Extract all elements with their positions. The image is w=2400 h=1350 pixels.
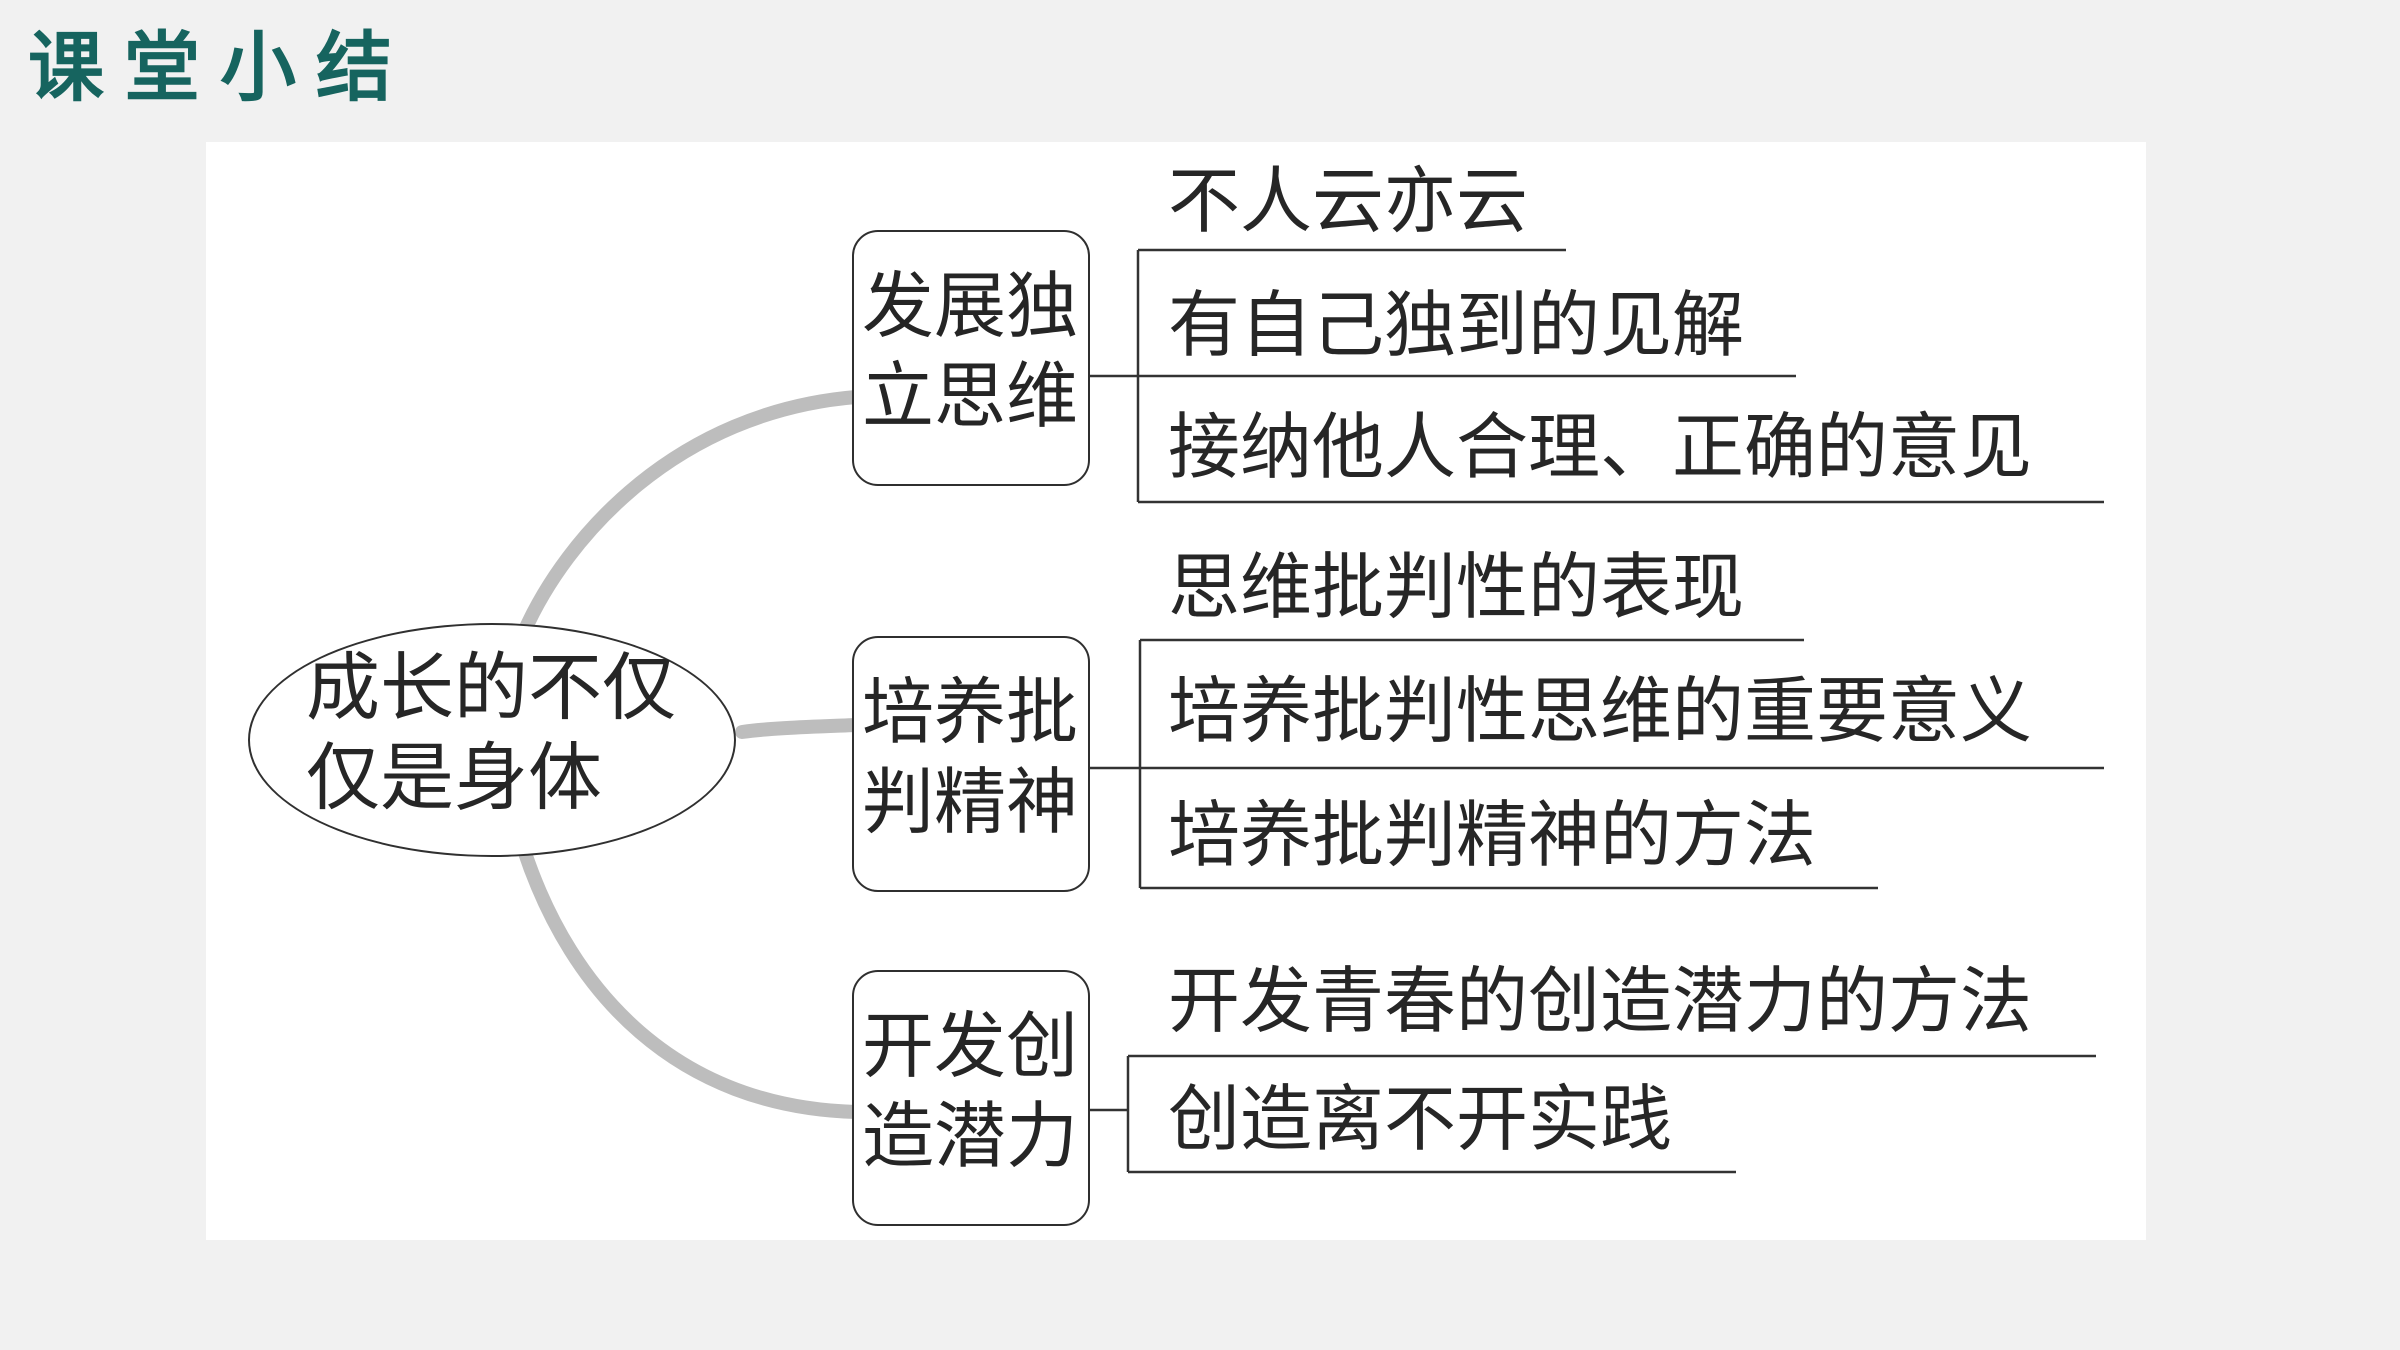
leaf-label: 培养批判精神的方法 bbox=[1168, 793, 1817, 877]
branch-node-creative-potential: 开发创 造潜力 bbox=[852, 970, 1090, 1226]
leaf-label: 创造离不开实践 bbox=[1168, 1077, 1673, 1161]
leaf-label: 培养批判性思维的重要意义 bbox=[1168, 669, 2033, 753]
root-to-branch-1-connector bbox=[517, 390, 863, 639]
leaf-label: 思维批判性的表现 bbox=[1168, 545, 1745, 629]
leaf-label: 不人云亦云 bbox=[1168, 159, 1529, 243]
root-node-label: 成长的不仅 仅是身体 bbox=[306, 645, 676, 821]
branch-1-bracket bbox=[1090, 250, 1140, 502]
root-to-branch-3-connector bbox=[517, 843, 863, 1119]
branch-node-critical-spirit: 培养批 判精神 bbox=[852, 636, 1090, 892]
root-to-branch-2-connector bbox=[735, 718, 863, 739]
leaf-label: 开发青春的创造潜力的方法 bbox=[1168, 959, 2033, 1043]
leaf-label: 有自己独到的见解 bbox=[1168, 283, 1745, 367]
root-node: 成长的不仅 仅是身体 bbox=[248, 623, 736, 857]
mind-map-connectors bbox=[517, 248, 2104, 1174]
branch-node-label: 发展独 立思维 bbox=[862, 264, 1079, 438]
branch-2-bracket bbox=[1090, 640, 1142, 888]
branch-node-label: 开发创 造潜力 bbox=[862, 1004, 1079, 1178]
branch-3-bracket bbox=[1090, 1056, 1130, 1172]
mind-map-diagram: 成长的不仅 仅是身体 发展独 立思维 培养批 判精神 开发创 造潜力 不人云亦云… bbox=[206, 142, 2146, 1240]
leaf-label: 接纳他人合理、正确的意见 bbox=[1168, 405, 2033, 489]
branch-node-label: 培养批 判精神 bbox=[862, 670, 1079, 844]
slide-title: 课堂小结 bbox=[28, 23, 412, 112]
branch-node-independent-thinking: 发展独 立思维 bbox=[852, 230, 1090, 486]
